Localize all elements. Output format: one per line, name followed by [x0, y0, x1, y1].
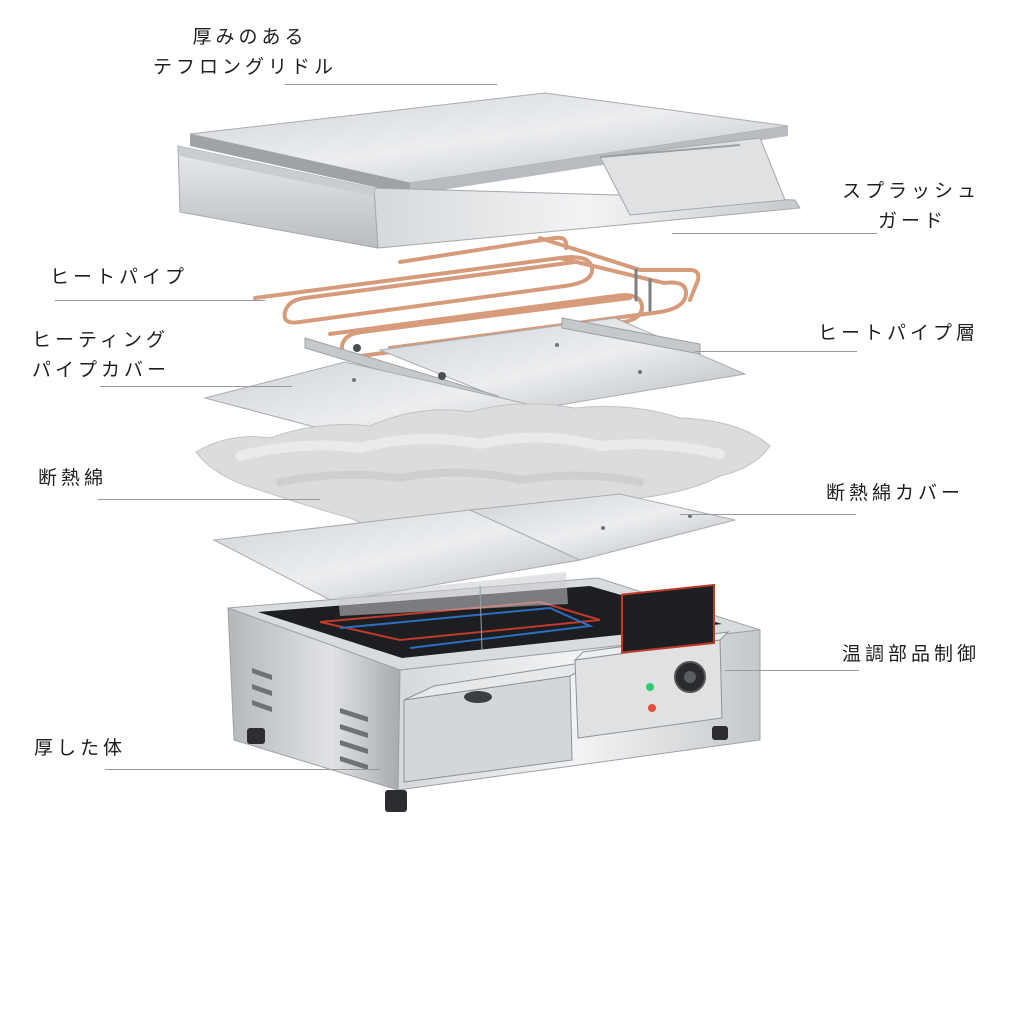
label-heat-pipe: ヒートパイプ [50, 266, 189, 288]
leader-thermostat [725, 670, 859, 671]
label-heat-pipe-layer: ヒートパイプ層 [818, 322, 980, 344]
vent-slots-left [252, 668, 368, 770]
label-insulation-cover: 断熱綿カバー [826, 482, 965, 504]
label-insulation: 断熱綿 [38, 467, 108, 489]
indicator-lights [646, 683, 656, 712]
feet [247, 726, 728, 812]
label-body: 厚した体 [34, 737, 127, 759]
leader-heat-pipe-layer [695, 351, 857, 352]
insulation-cover-plate [212, 493, 736, 603]
label-splash-guard: スプラッシュ ガード [842, 180, 981, 232]
leader-insulation [98, 499, 320, 500]
griddle-plate [189, 92, 789, 195]
splash-guard [177, 137, 801, 249]
insulation-cotton [195, 403, 771, 538]
leader-griddle [285, 84, 497, 85]
leader-heat-pipe [55, 300, 265, 301]
leader-body [105, 769, 380, 770]
thermostat-knob [674, 661, 706, 693]
label-heating-cover: ヒーティング パイプカバー [32, 329, 171, 381]
leader-insulation-cover [680, 514, 856, 515]
leader-splash-guard [672, 233, 877, 234]
label-griddle: 厚みのある テフロングリドル [152, 26, 337, 78]
leader-heating-cover [100, 386, 292, 387]
label-thermostat: 温調部品制御 [842, 643, 981, 665]
griddle-body [227, 572, 761, 812]
